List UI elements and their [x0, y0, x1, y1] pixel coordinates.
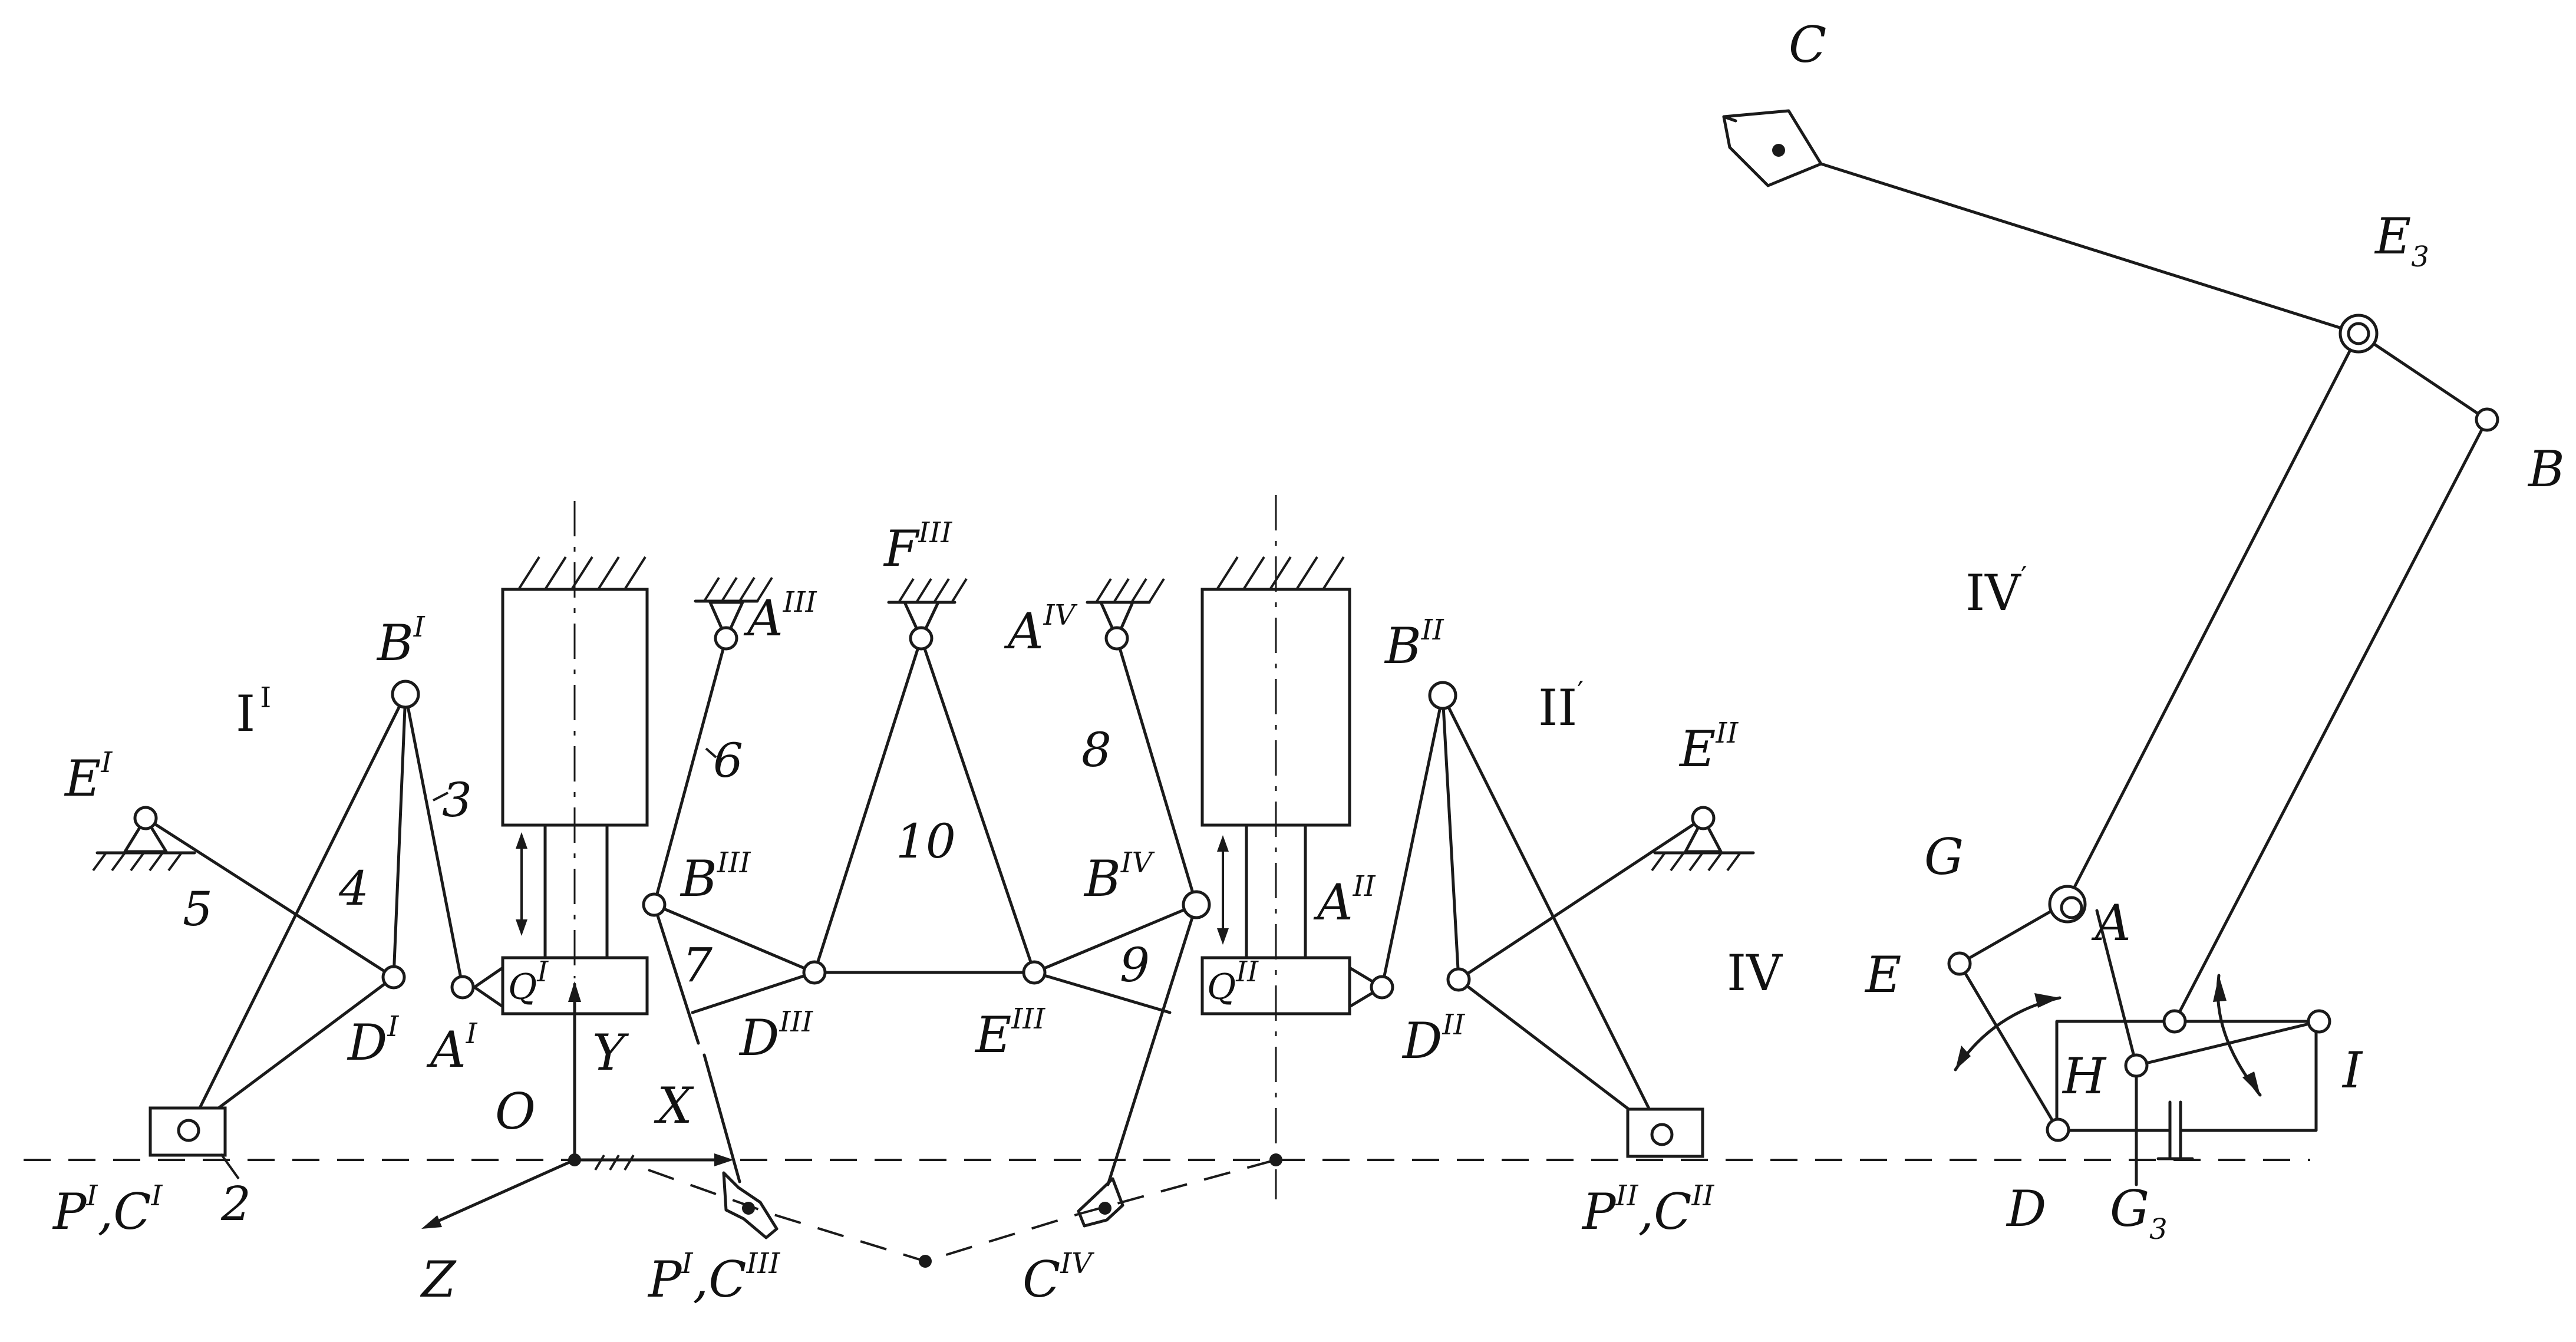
label-a: A: [2091, 894, 2131, 952]
label-link-6: 6: [713, 733, 743, 788]
link-6: [652, 637, 728, 906]
label-a-iv: AIV: [1004, 599, 1078, 660]
center-mechanism: [642, 576, 1277, 1268]
label-z: Z: [420, 1251, 457, 1308]
foot-trajectory: [648, 1159, 1277, 1263]
cylinder-left: [473, 501, 649, 1162]
label-e-ii: EII: [1678, 717, 1739, 778]
link-9: [1033, 903, 1198, 974]
link-10-left: [813, 637, 923, 974]
joint-e3: [2347, 322, 2370, 345]
label-a-ii: AII: [1313, 870, 1376, 931]
label-b-ii: BII: [1384, 614, 1444, 675]
joint-i: [2307, 1009, 2331, 1034]
arm-mechanism-iv: [1722, 109, 2499, 1186]
foot-box-left: [149, 1106, 227, 1157]
label-g: G: [1924, 828, 1964, 886]
link-e3-b: [2357, 332, 2489, 421]
link-b-a-ii: [1380, 694, 1444, 989]
label-f-iii: FIII: [883, 516, 952, 578]
joint-frame-top: [2162, 1009, 2187, 1034]
label-y: Y: [592, 1024, 629, 1081]
gripper-c: [1722, 109, 1823, 187]
label-p-c-i: PI,CI: [52, 1179, 163, 1241]
label-q-i: QI: [508, 955, 549, 1008]
label-p-c-iii: PI,CIII: [647, 1247, 780, 1308]
link-e-g: [1958, 902, 2066, 965]
label-q-ii: QII: [1207, 955, 1259, 1008]
link-c-e3: [1819, 162, 2360, 335]
label-b-iv: BIV: [1083, 846, 1155, 908]
label-e3: E3: [2374, 207, 2429, 273]
label-d-ii: DII: [1401, 1008, 1465, 1070]
label-d-iii: DIII: [738, 1005, 813, 1067]
link-7: [652, 903, 816, 974]
gripper-pivot-dot: [1772, 144, 1785, 157]
label-d: D: [2006, 1180, 2046, 1238]
label-link-3: 3: [442, 773, 472, 827]
label-link-9: 9: [1120, 938, 1150, 993]
label-b-iii: BIII: [680, 846, 751, 908]
joint-b: [2475, 407, 2499, 432]
label-b: B: [2527, 440, 2565, 498]
label-g3: G3: [2110, 1180, 2168, 1246]
label-iv-prime: IV′: [1965, 560, 2027, 622]
label-h: H: [2062, 1047, 2107, 1105]
label-iv: IV: [1727, 944, 1783, 1002]
foot-p-c-iii: [722, 1171, 779, 1239]
link-10-right: [919, 637, 1036, 974]
link-3: [404, 693, 464, 989]
link-5: [144, 816, 395, 979]
leg-mechanism-ii: [1370, 681, 1755, 1158]
axis-z: [426, 1158, 576, 1228]
label-d-i: DI: [347, 1010, 399, 1071]
label-b-i: BI: [376, 611, 426, 672]
joint-e: [1947, 951, 1972, 976]
link-b-base: [2173, 418, 2489, 1023]
leg-mechanism-i: [92, 680, 475, 1180]
joint-d: [2046, 1117, 2070, 1142]
label-c-iv: CIV: [1023, 1247, 1094, 1308]
label-a-iii: AIII: [743, 586, 817, 647]
label-x: X: [654, 1077, 694, 1135]
link-8: [1115, 637, 1198, 906]
label-link-7: 7: [682, 938, 713, 993]
label-o: O: [495, 1083, 536, 1140]
link-e-d: [1958, 962, 2060, 1132]
rotation-arrow-left: [1954, 996, 2062, 1071]
cylinder-right: [1200, 495, 1384, 1199]
label-e-i: EI: [64, 746, 113, 807]
joint-h: [2124, 1053, 2149, 1078]
label-ii-prime: II′: [1538, 675, 1584, 737]
label-e-iii: EIII: [974, 1003, 1045, 1064]
label-link-10: 10: [896, 814, 956, 869]
link-h-a: [2095, 909, 2138, 1067]
label-link-2: 2: [220, 1176, 251, 1231]
foot-c-iv: [1077, 1177, 1124, 1228]
label-link-4: 4: [338, 861, 369, 916]
label-p-c-ii: PII,CII: [1581, 1179, 1714, 1241]
link-e3-g: [2070, 346, 2353, 895]
label-link-8: 8: [1081, 723, 1111, 777]
label-link-5: 5: [183, 882, 213, 937]
label-e: E: [1864, 946, 1901, 1004]
label-a-i: AI: [426, 1017, 478, 1079]
label-i: I: [2341, 1041, 2363, 1099]
link-4: [187, 693, 407, 1132]
joint-g: [2060, 896, 2083, 919]
label-c: C: [1789, 16, 1826, 74]
